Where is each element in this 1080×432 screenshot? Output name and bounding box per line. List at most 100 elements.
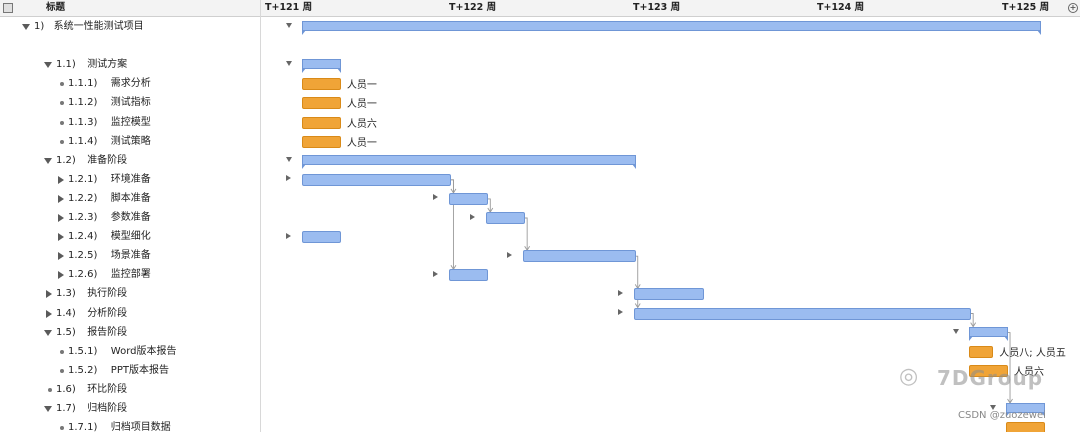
collapse-group-icon[interactable] xyxy=(286,156,292,162)
expand-group-icon[interactable] xyxy=(286,175,291,182)
expand-group-icon[interactable] xyxy=(507,251,513,258)
outline-label: 脚本准备 xyxy=(110,192,151,204)
outline-row[interactable]: 1.2.5) 场景准备 xyxy=(0,246,260,265)
outline-row[interactable]: 1.2.3)参数准备 xyxy=(0,208,260,227)
outline-row[interactable]: 1.1.1)需求分析 xyxy=(0,74,260,93)
outline-label: 执行阶段 xyxy=(87,288,128,300)
outline-header: 标题 xyxy=(0,0,260,17)
expand-group-icon[interactable] xyxy=(433,194,439,201)
resource-task-bar[interactable] xyxy=(302,97,341,110)
resource-task-bar[interactable] xyxy=(1006,422,1045,432)
task-bar[interactable] xyxy=(523,250,636,263)
resource-label: 人员六 xyxy=(1014,366,1045,378)
outline-label: 测试方案 xyxy=(87,59,128,71)
outline-row[interactable]: 1.1.2)测试指标 xyxy=(0,93,260,112)
outline-number: 1.1.3) xyxy=(68,116,98,128)
summary-task-bar[interactable] xyxy=(302,59,341,74)
disclosure-collapsed-icon[interactable] xyxy=(58,194,64,203)
task-bar[interactable] xyxy=(449,192,489,205)
task-bar[interactable] xyxy=(633,288,704,301)
summary-task-bar[interactable] xyxy=(302,21,1042,35)
task-bar[interactable] xyxy=(633,307,972,320)
disclosure-expanded-icon[interactable] xyxy=(22,24,30,30)
outline-row[interactable]: 1.7)归档阶段 xyxy=(0,399,260,418)
outline-row[interactable]: 1.2.2)脚本准备 xyxy=(0,189,260,208)
outline-label: 环比阶段 xyxy=(87,383,128,395)
outline-number: 1.2.1) xyxy=(68,173,98,185)
expand-group-icon[interactable] xyxy=(433,270,439,277)
outline-row[interactable]: 1.2)准备阶段 xyxy=(0,151,260,170)
outline-row[interactable]: 1.2.6)监控部署 xyxy=(0,265,260,284)
resource-task-bar[interactable] xyxy=(969,364,1009,377)
disclosure-collapsed-icon[interactable] xyxy=(58,214,64,222)
outline-row[interactable]: 1.7.1)归档项目数据 xyxy=(0,418,260,432)
resource-task-bar[interactable] xyxy=(302,78,341,91)
task-bar[interactable] xyxy=(302,231,341,244)
disclosure-expanded-icon[interactable] xyxy=(44,329,52,336)
outline-row[interactable]: 1.1.3) 监控模型 xyxy=(0,113,260,132)
outline-row[interactable]: 1.3)执行阶段 xyxy=(0,284,260,303)
expand-group-icon[interactable] xyxy=(470,213,476,220)
outline-row[interactable]: 1.6)环比阶段 xyxy=(0,380,260,399)
resource-label: 人员八; 人员五 xyxy=(999,347,1066,359)
task-bar[interactable] xyxy=(449,269,489,282)
outline-number: 1.7) xyxy=(56,403,76,414)
week-label: T+125 周 xyxy=(1002,2,1050,13)
outline-number: 1.2.4) xyxy=(68,231,98,243)
csdn-watermark: CSDN @zuozewei xyxy=(958,410,1046,421)
collapse-group-icon[interactable] xyxy=(990,405,997,410)
outline-number: 1.5.2) xyxy=(68,364,98,376)
outline-row[interactable]: 1.1.4)测试策略 xyxy=(0,132,260,151)
column-toggle-icon[interactable] xyxy=(3,3,13,13)
resource-task-bar[interactable] xyxy=(302,116,341,129)
collapse-group-icon[interactable] xyxy=(286,23,292,28)
bullet-icon xyxy=(60,120,64,125)
title-column-header[interactable]: 标题 xyxy=(46,2,66,13)
expand-group-icon[interactable] xyxy=(617,309,623,315)
disclosure-collapsed-icon[interactable] xyxy=(58,233,64,242)
outline-number: 1.5.1) xyxy=(68,345,98,357)
disclosure-expanded-icon[interactable] xyxy=(44,157,52,164)
outline-row[interactable]: 1.2.4) 模型细化 xyxy=(0,227,260,246)
resource-label: 人员一 xyxy=(346,80,377,92)
disclosure-collapsed-icon[interactable] xyxy=(46,290,52,299)
outline-row[interactable]: 1)系统一性能测试项目 xyxy=(0,17,260,36)
resource-label: 人员六 xyxy=(346,118,377,130)
expand-group-icon[interactable] xyxy=(286,232,291,239)
task-bar[interactable] xyxy=(486,212,526,224)
disclosure-expanded-icon[interactable] xyxy=(44,406,52,412)
disclosure-collapsed-icon[interactable] xyxy=(58,175,64,184)
week-label: T+123 周 xyxy=(633,2,681,13)
disclosure-collapsed-icon[interactable] xyxy=(58,252,64,261)
outline-label: 准备阶段 xyxy=(87,154,128,166)
outline-row[interactable]: 1.5.1) Word版本报告 xyxy=(0,342,260,361)
resource-task-bar[interactable] xyxy=(302,135,341,148)
outline-number: 1.1.1) xyxy=(68,78,98,90)
collapse-group-icon[interactable] xyxy=(953,328,960,334)
outline-label: Word版本报告 xyxy=(110,345,177,357)
resource-label: 人员一 xyxy=(346,137,377,149)
outline-row[interactable]: 1.1)测试方案 xyxy=(0,55,260,74)
outline-row[interactable]: 1.5)报告阶段 xyxy=(0,323,260,342)
summary-task-bar[interactable] xyxy=(302,154,636,169)
outline-row[interactable]: 1.2.1)环境准备 xyxy=(0,170,260,189)
bullet-icon xyxy=(60,82,64,87)
collapse-group-icon[interactable] xyxy=(286,61,292,67)
outline-label: 场景准备 xyxy=(110,250,151,262)
outline-row[interactable]: 1.4)分析阶段 xyxy=(0,304,260,323)
task-bar[interactable] xyxy=(302,173,452,186)
resource-task-bar[interactable] xyxy=(969,345,994,358)
disclosure-collapsed-icon[interactable] xyxy=(46,309,52,318)
summary-task-bar[interactable] xyxy=(969,326,1009,341)
bullet-icon xyxy=(60,139,64,144)
expand-group-icon[interactable] xyxy=(617,289,623,296)
outline-label: 监控模型 xyxy=(110,116,151,128)
summary-task-bar[interactable] xyxy=(1006,403,1045,417)
outline-row[interactable]: 1.5.2)PPT版本报告 xyxy=(0,361,260,380)
outline-label: 模型细化 xyxy=(110,231,151,243)
disclosure-expanded-icon[interactable] xyxy=(44,62,52,69)
outline-number: 1.1.2) xyxy=(68,97,98,109)
disclosure-collapsed-icon[interactable] xyxy=(58,271,64,280)
add-column-icon[interactable]: + xyxy=(1068,3,1078,13)
outline-number: 1.2.5) xyxy=(68,250,98,262)
